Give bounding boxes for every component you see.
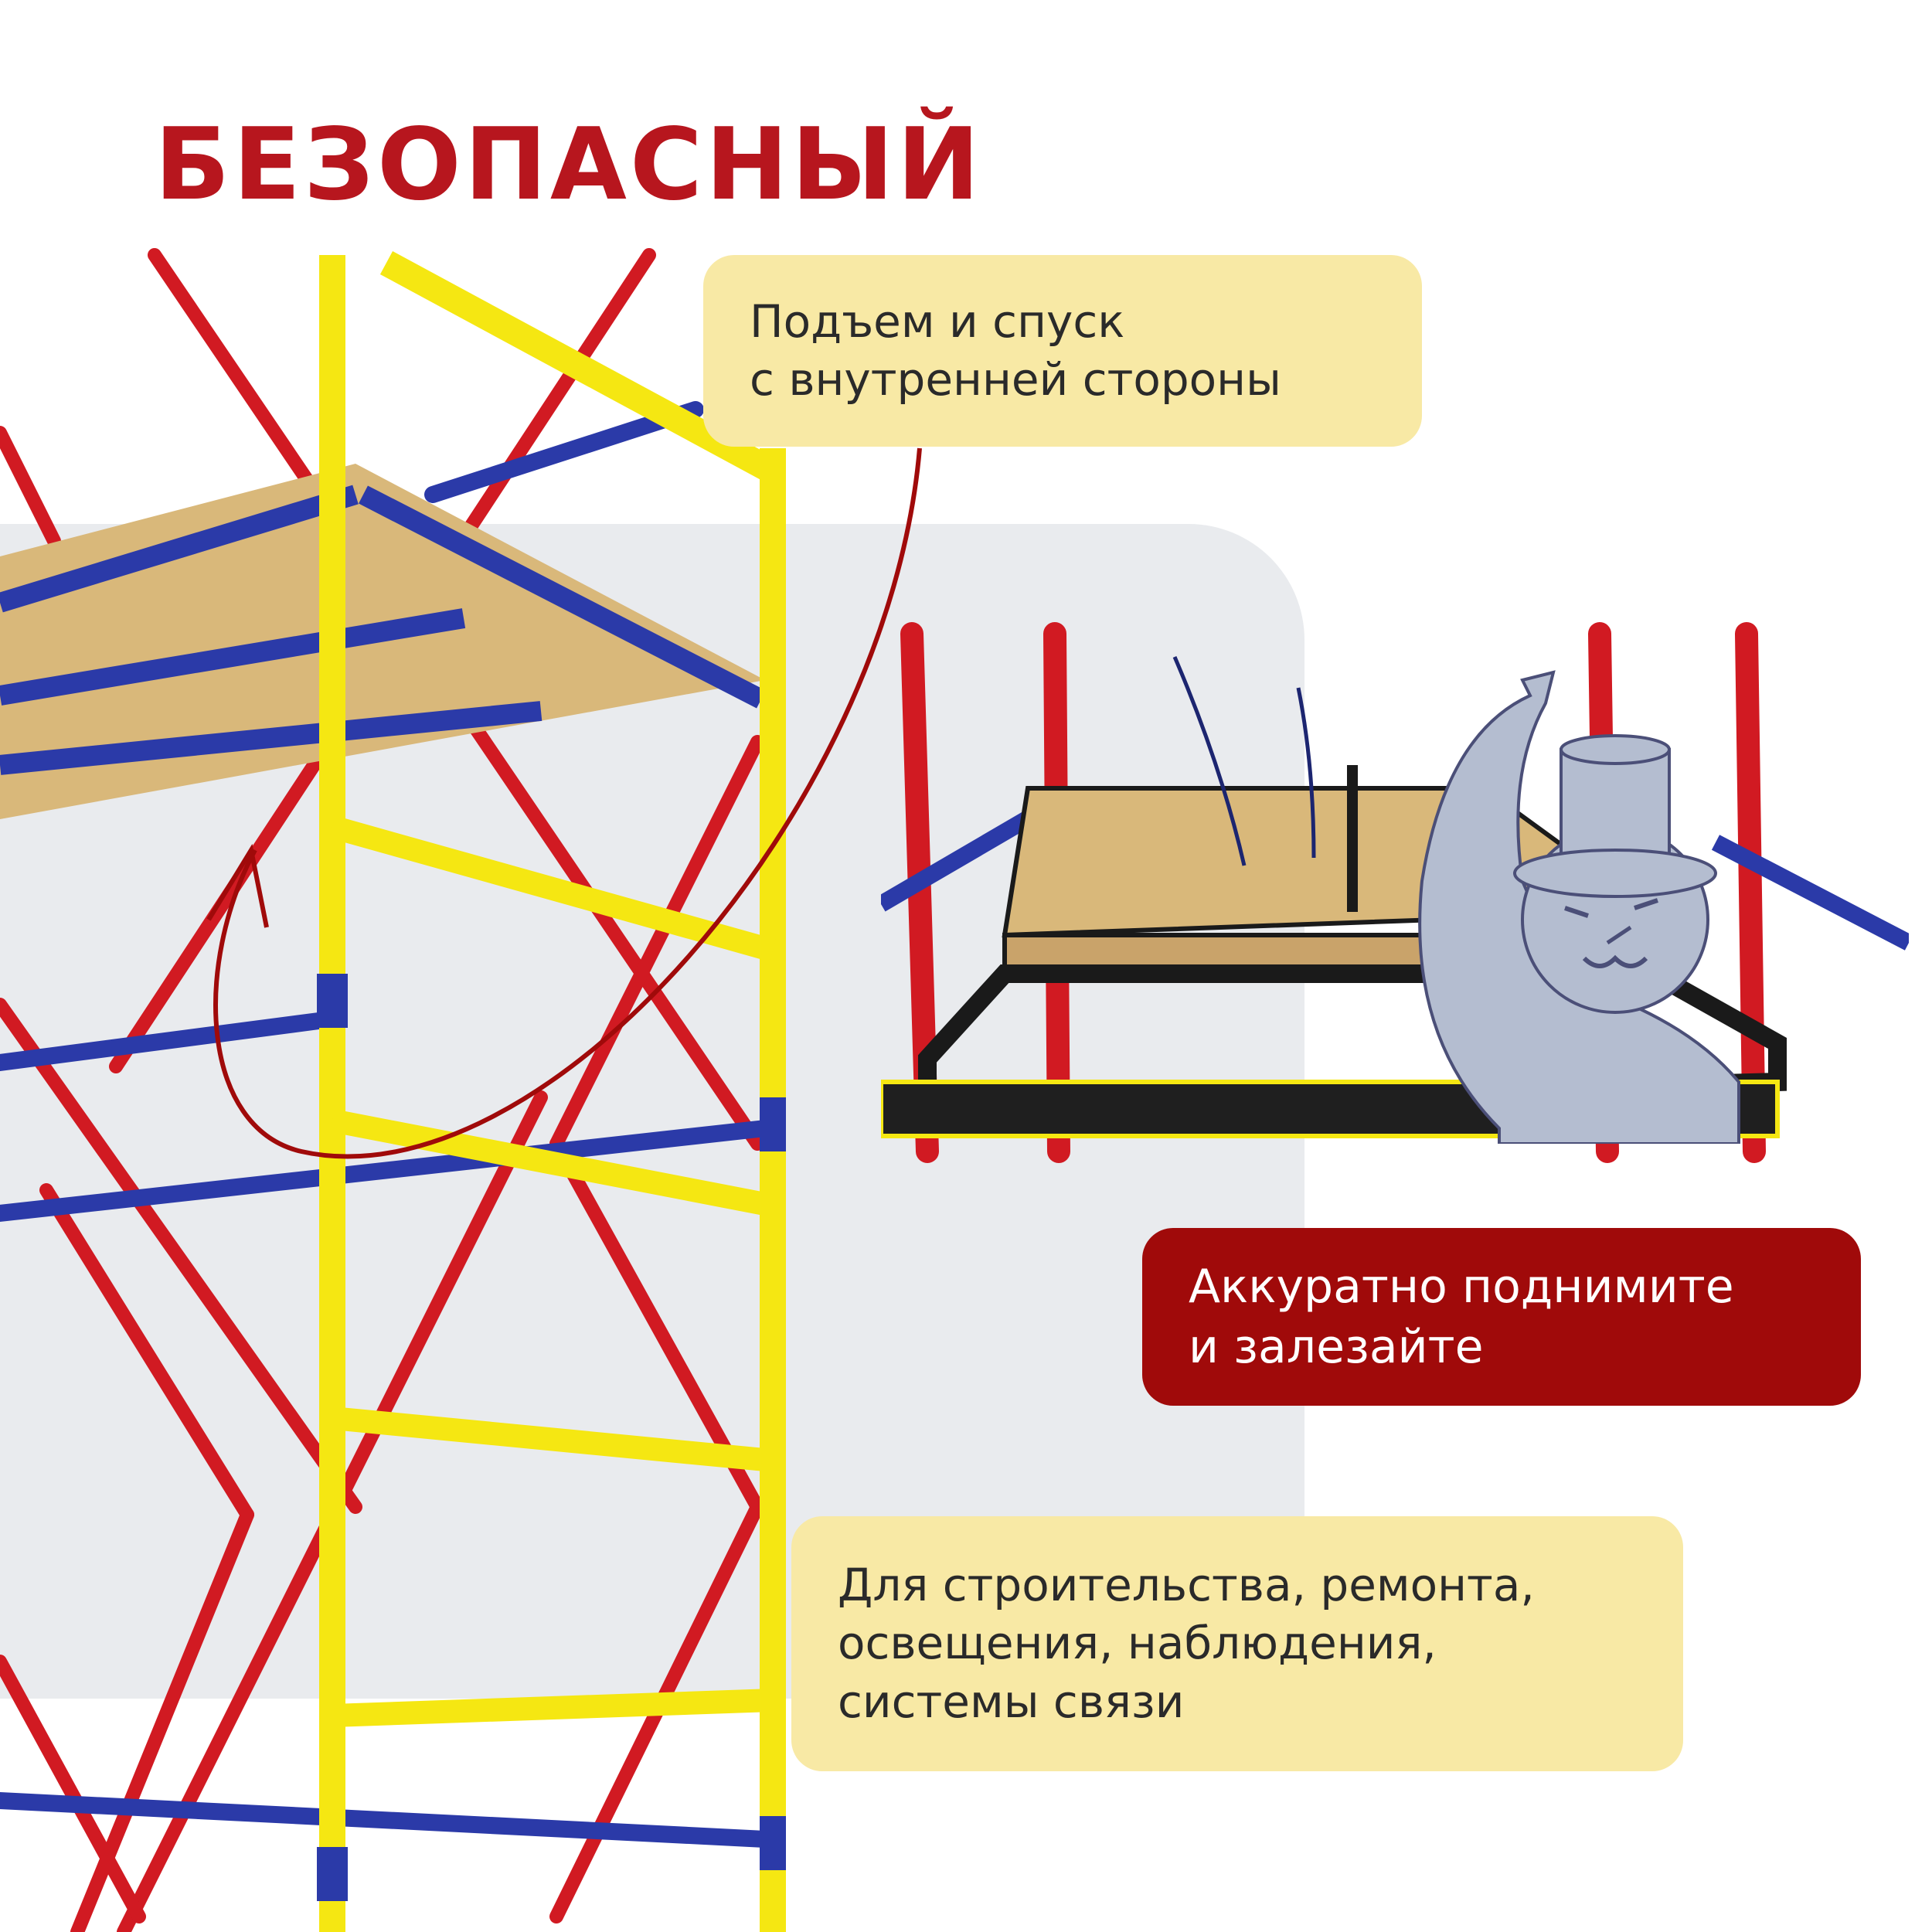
page-title: БЕЗОПАСНЫЙ	[155, 107, 983, 223]
callout-climb-line-2: с внутренней стороны	[750, 353, 1281, 406]
callout-usage-line-2: освещения, наблюдения,	[838, 1617, 1437, 1670]
mascot-top-hat-icon	[1418, 670, 1740, 1144]
callout-lift-hatch: Аккуратно поднимите и залезайте	[1142, 1228, 1861, 1406]
callout-usage-line-1: Для строительства, ремонта,	[838, 1558, 1535, 1611]
callout-usage-line-3: системы связи	[838, 1675, 1185, 1728]
callout-climb-inside: Подъем и спуск с внутренней стороны	[703, 255, 1422, 447]
callout-lift-line-2: и залезайте	[1189, 1320, 1484, 1374]
callout-climb-line-1: Подъем и спуск	[750, 294, 1125, 348]
callout-usage: Для строительства, ремонта, освещения, н…	[791, 1516, 1683, 1771]
callout-lift-line-1: Аккуратно поднимите	[1189, 1260, 1734, 1314]
